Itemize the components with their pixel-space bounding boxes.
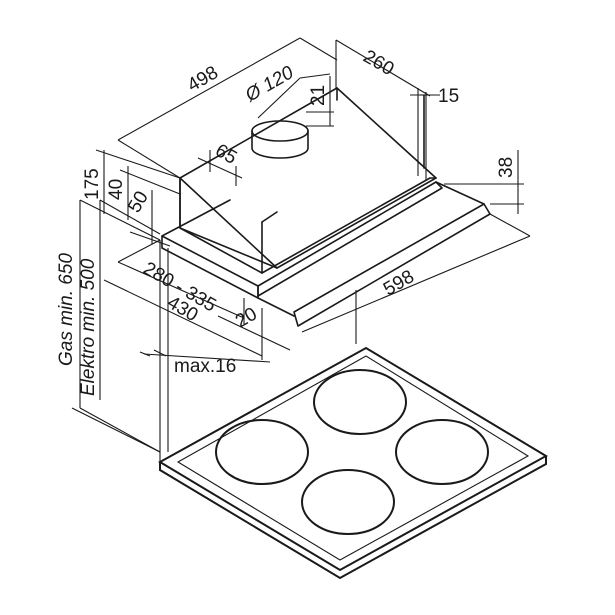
label-120: Ø 120	[241, 62, 298, 107]
dim-65-line	[197, 157, 243, 179]
label-498: 498	[184, 62, 222, 96]
burner-back	[313, 369, 407, 435]
dimension-lines	[71, 37, 531, 453]
label-max16: max.16	[174, 356, 236, 377]
label-21: 21	[308, 85, 329, 106]
dim-260-line	[335, 39, 431, 97]
label-38: 38	[496, 157, 517, 178]
hood-front-face	[179, 177, 263, 274]
cooktop-inner	[176, 355, 530, 561]
collar-body	[251, 130, 309, 159]
label-65: 65	[212, 140, 241, 169]
label-260: 260	[360, 46, 398, 80]
label-40: 40	[106, 179, 127, 200]
cooktop	[157, 346, 549, 580]
label-598: 598	[380, 266, 418, 300]
dimension-ticks	[139, 94, 428, 357]
burner-front	[301, 469, 395, 535]
label-20: 20	[232, 304, 261, 333]
label-175: 175	[82, 168, 103, 200]
exhaust-collar	[251, 120, 309, 159]
hood-top-face	[179, 87, 437, 269]
cooktop-edge	[159, 456, 547, 580]
dimension-labels: 498 260 15 Ø 120 21 65 38 175 40 50 280 …	[56, 46, 517, 396]
dim-430-line	[103, 279, 263, 357]
hood-body	[179, 87, 437, 274]
dim-498-line	[117, 37, 301, 141]
burner-left	[215, 419, 309, 485]
dim-20-line	[217, 315, 291, 351]
panel-right-bar	[257, 181, 443, 297]
label-gas: Gas min. 650	[56, 253, 77, 366]
hood-bottom-edge	[261, 177, 437, 274]
dim-120-line	[257, 77, 301, 119]
label-15: 15	[438, 86, 459, 107]
guide-lines	[79, 199, 357, 462]
dim-280-line	[117, 261, 245, 319]
dim-598-line	[301, 235, 531, 333]
burner-right	[395, 419, 489, 485]
label-elektro: Elektro min. 500	[78, 258, 99, 396]
